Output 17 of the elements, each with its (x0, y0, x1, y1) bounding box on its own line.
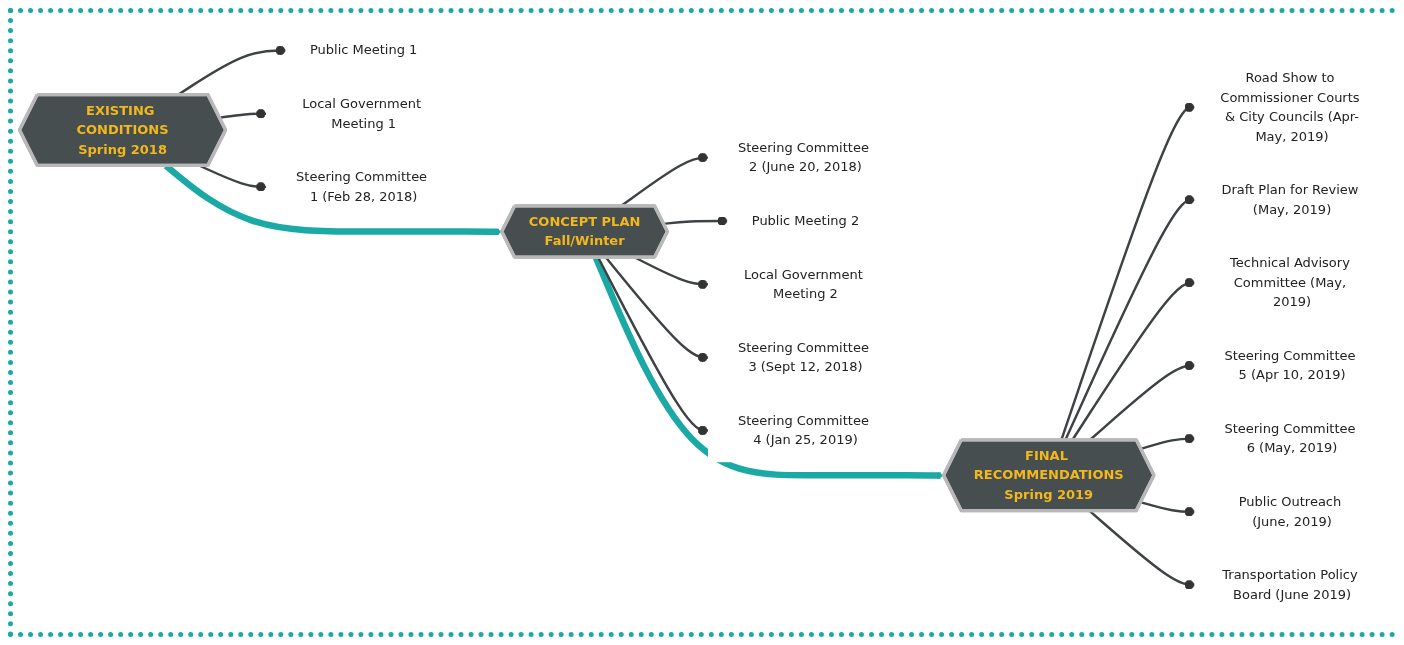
node-text: Technical Advisory Committee (May, 2019) (1230, 255, 1350, 310)
node-text: Public Outreach (June, 2019) (1238, 493, 1342, 529)
node-text: Steering Committee 6 (May, 2019) (1224, 420, 1356, 456)
connector (199, 164, 267, 192)
node-text: Steering Committee 5 (Apr 10, 2019) (1224, 347, 1356, 383)
node-text: Steering Committee 1 (Feb 28, 2018) (296, 168, 428, 204)
connector (1088, 510, 1195, 590)
node-text: Public Meeting 2 (751, 212, 860, 229)
node-text: Local Government Meeting 1 (302, 95, 422, 131)
node-text: Public Meeting 1 (309, 42, 418, 58)
connector (1140, 501, 1195, 517)
node-text: Steering Committee 3 (Sept 12, 2018) (737, 339, 869, 375)
node-text: Road Show to Commissioner Courts & City Councils (Apr-May, 2019) (1220, 69, 1360, 144)
node-text: Local Government Meeting 2 (743, 266, 863, 302)
node-text: Steering Committee 2 (June 20, 2018) (737, 139, 869, 175)
node-text: Transportation Policy Board (June 2019) (1222, 566, 1358, 602)
node-text: Draft Plan for Review (May, 2019) (1221, 181, 1359, 217)
